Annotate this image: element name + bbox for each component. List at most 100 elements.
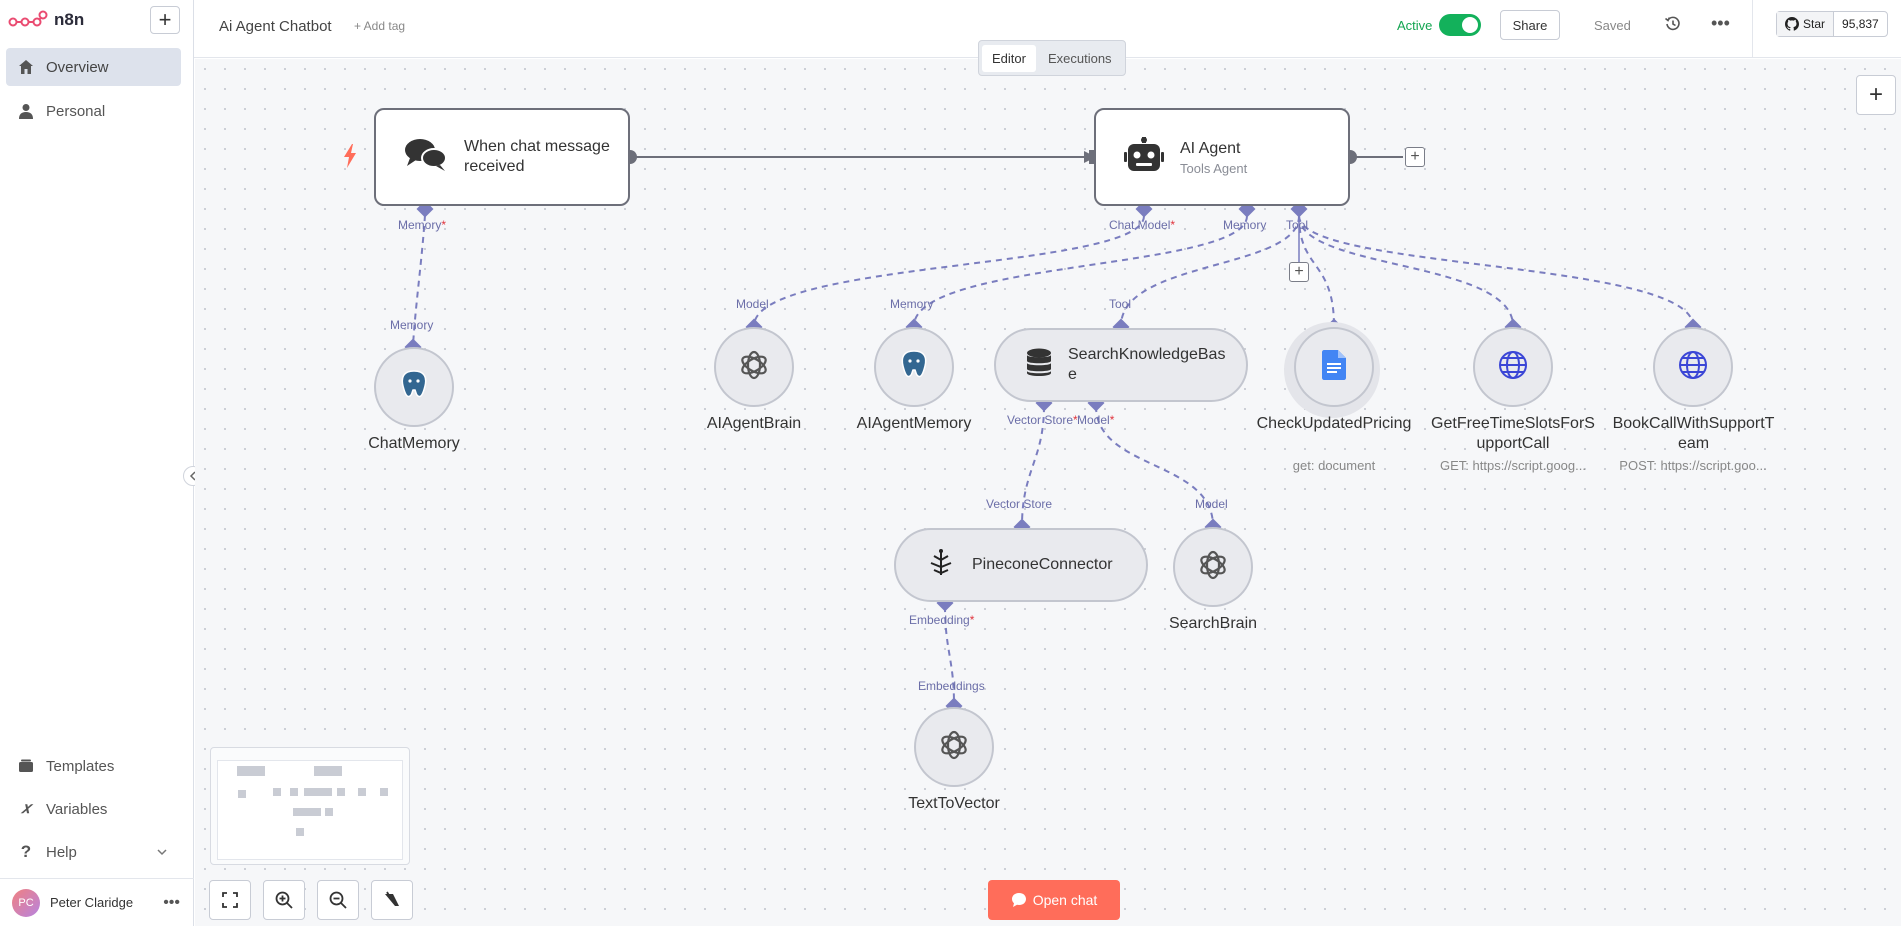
open-chat-button[interactable]: Open chat (988, 880, 1120, 920)
zoom-out-icon (329, 891, 347, 909)
zoom-out-button[interactable] (317, 880, 359, 920)
plus-icon: + (158, 7, 172, 32)
active-toggle[interactable] (1439, 14, 1481, 36)
open-chat-label: Open chat (1032, 892, 1098, 908)
port-label-tool: Tool (1286, 218, 1309, 232)
port-label-model: Model (736, 297, 769, 311)
sidebar-item-personal[interactable]: Personal (6, 92, 181, 130)
globe-icon (1498, 350, 1528, 385)
edge-brain-model (753, 215, 1145, 327)
node-note: get: document (1292, 458, 1376, 473)
port-label-chat-model: Chat Model* (1109, 218, 1176, 232)
variables-icon: 𝑥 (21, 800, 31, 817)
minimap-node (304, 788, 332, 796)
node-title: When chat message received (464, 138, 610, 175)
sidebar: n8n + Overview Personal Templates 𝑥 Vari… (0, 0, 194, 926)
add-tool-button[interactable]: + (1289, 262, 1309, 282)
database-icon (1026, 348, 1052, 383)
zoom-in-button[interactable] (263, 880, 305, 920)
tab-editor[interactable]: Editor (982, 44, 1036, 72)
globe-icon (1678, 350, 1708, 385)
sidebar-item-overview[interactable]: Overview (6, 48, 181, 86)
more-actions-icon[interactable]: ••• (1711, 13, 1730, 33)
port-label-vector-store: Vector Store (986, 497, 1053, 511)
n8n-logo[interactable]: n8n (8, 10, 84, 30)
minimap-node (358, 788, 366, 796)
port-label-memory: Memory* (398, 218, 447, 232)
minimap-node (238, 790, 246, 798)
github-star-button[interactable]: Star 95,837 (1776, 11, 1888, 37)
node-search-knowledge-base[interactable]: SearchKnowledgeBase (994, 328, 1248, 402)
github-icon (1785, 17, 1799, 31)
add-node-button[interactable]: + (1856, 75, 1896, 115)
plus-icon: + (1868, 81, 1883, 108)
node-label: CheckUpdatedPricing (1256, 415, 1412, 432)
github-star-count: 95,837 (1842, 17, 1879, 31)
add-tag-button[interactable]: + Add tag (354, 19, 406, 33)
node-chat-memory[interactable] (374, 347, 454, 427)
minimap-node (337, 788, 345, 796)
port-label-model: Model* (1077, 413, 1115, 427)
workflow-title[interactable]: Ai Agent Chatbot (219, 18, 332, 35)
edge-chat-memory (412, 214, 426, 346)
node-ai-agent[interactable]: AI Agent Tools Agent (1094, 108, 1350, 206)
add-next-node-button[interactable]: + (1405, 147, 1425, 167)
node-search-brain[interactable] (1173, 527, 1253, 607)
sidebar-item-variables[interactable]: 𝑥 Variables (6, 790, 181, 828)
minimap-node (325, 808, 333, 816)
node-text-to-vector[interactable] (914, 707, 994, 787)
postgres-icon (897, 348, 931, 387)
node-label: GetFreeTimeSlotsForSupportCall (1431, 415, 1595, 452)
node-ai-agent-memory[interactable] (874, 327, 954, 407)
node-note: GET: https://script.goog... (1440, 458, 1586, 473)
sidebar-item-label: Help (46, 843, 77, 861)
sidebar-item-help[interactable]: ? Help (6, 833, 181, 871)
node-subtitle: Tools Agent (1180, 160, 1248, 176)
minimap-node (290, 788, 298, 796)
node-label: AIAgentBrain (706, 415, 802, 432)
node-get-free-time-slots[interactable] (1473, 327, 1553, 407)
user-menu[interactable]: PC Peter Claridge ••• (0, 878, 194, 926)
more-options-icon[interactable]: ••• (163, 893, 180, 911)
postgres-icon (397, 368, 431, 407)
edge-kb-tool (1120, 215, 1300, 327)
share-button[interactable]: Share (1500, 10, 1560, 40)
minimap-node (293, 808, 321, 816)
sidebar-item-templates[interactable]: Templates (6, 747, 181, 785)
chat-bubbles-icon (404, 137, 448, 178)
google-docs-icon (1322, 349, 1346, 385)
zoom-to-fit-button[interactable] (209, 880, 251, 920)
minimap-node (380, 788, 388, 796)
edge-slots-tool (1298, 215, 1514, 327)
github-star-label: Star (1803, 17, 1826, 31)
sidebar-item-label: Variables (46, 800, 108, 818)
edge-agent-memory (913, 215, 1248, 327)
view-tabs: Editor Executions (978, 40, 1126, 76)
node-pinecone-connector[interactable]: PineconeConnector (894, 528, 1148, 602)
node-label: BookCallWithSupportTeam (1612, 415, 1775, 452)
edge-vector-store (1021, 405, 1045, 527)
node-label: ChatMemory (368, 435, 460, 452)
tidy-up-button[interactable] (371, 880, 413, 920)
templates-icon (18, 758, 34, 774)
tab-executions[interactable]: Executions (1047, 50, 1112, 66)
history-icon[interactable] (1664, 15, 1682, 38)
node-when-chat-message-received[interactable]: When chat message received (374, 108, 630, 206)
user-name: Peter Claridge (50, 895, 134, 910)
port-label-memory: Memory (1223, 218, 1267, 232)
edge-search-model (1095, 405, 1214, 527)
node-ai-agent-brain[interactable] (714, 327, 794, 407)
node-book-call-with-support-team[interactable] (1653, 327, 1733, 407)
minimap[interactable] (210, 747, 410, 865)
port-label-tool: Tool (1109, 297, 1132, 311)
active-label: Active (1397, 18, 1433, 33)
edge-book-tool (1298, 215, 1694, 327)
node-check-updated-pricing[interactable] (1294, 327, 1374, 407)
node-title: PineconeConnector (972, 556, 1113, 573)
github-star[interactable]: Star (1777, 12, 1835, 36)
edge-pricing-tool (1298, 215, 1335, 327)
create-new-button[interactable]: + (150, 6, 180, 34)
sidebar-item-label: Overview (46, 58, 109, 76)
edge-embedding (944, 605, 955, 705)
avatar: PC (12, 888, 40, 917)
